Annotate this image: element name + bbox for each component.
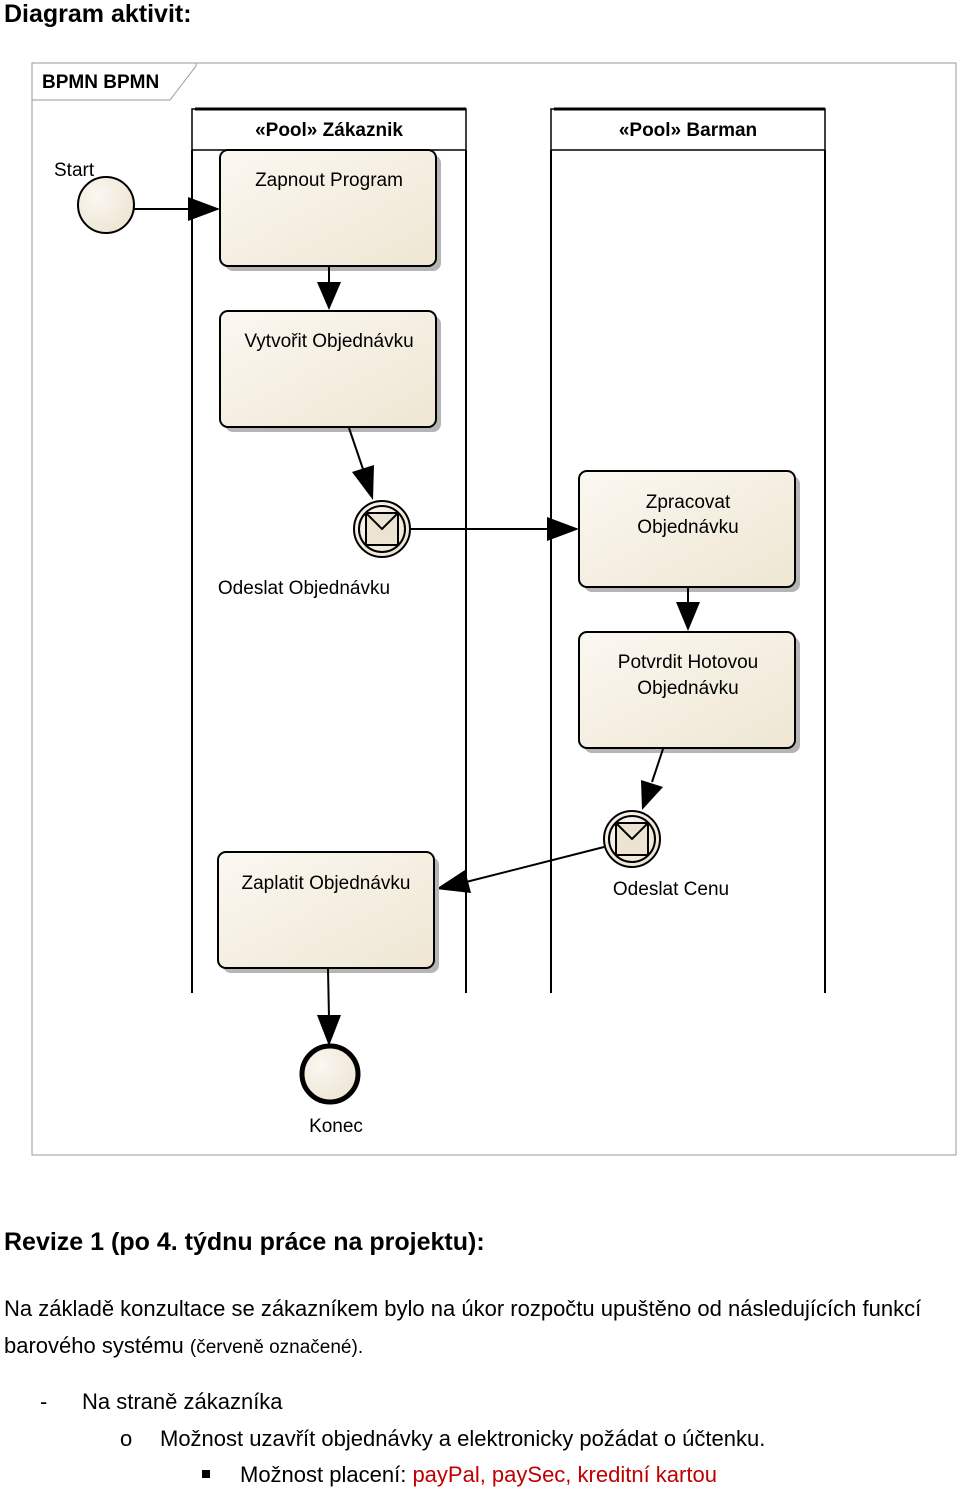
task-vytvorit-label: Vytvořit Objednávku [244,331,413,352]
revize-paragraph-text: Na základě konzultace se zákazníkem bylo… [4,1296,922,1358]
list-item-level1: Na straně zákazníka [82,1389,283,1414]
list-bullet-dash: - [40,1389,48,1414]
task-zaplatit-label: Zaplatit Objednávku [242,873,411,894]
bpmn-diagram: BPMN BPMN «Pool» Zákaznik «Pool» Barman … [31,62,957,1156]
task-zpracovat-label-2: Objednávku [637,517,738,538]
task-potvrdit-label-2: Objednávku [637,678,738,699]
task-zaplatit-objednavku[interactable] [217,851,435,969]
pool-barman-header [550,108,826,151]
list-bullet-square [202,1470,210,1478]
frame-label: BPMN BPMN [42,72,159,93]
task-zapnout-label: Zapnout Program [255,170,403,191]
revize-heading: Revize 1 (po 4. týdnu práce na projektu)… [4,1228,485,1256]
arrowhead [676,602,700,631]
revize-paragraph: Na základě konzultace se zákazníkem bylo… [4,1290,954,1366]
envelope-icon [615,822,649,856]
end-label: Konec [309,1116,363,1137]
event-odeslat-objednavku-label: Odeslat Objednávku [218,578,390,599]
arrowhead [436,870,471,893]
arrowhead [317,282,341,310]
task-zapnout-program[interactable] [219,149,437,267]
pool-barman-label: «Pool» Barman [619,120,757,141]
end-event[interactable] [299,1043,361,1105]
task-vytvorit-objednavku[interactable] [219,310,437,428]
list-item-level3-prefix: Možnost placení: [240,1462,413,1487]
list-bullet-circle: o [120,1426,133,1451]
arrowhead [641,780,663,810]
task-zpracovat-objednavku[interactable] [578,470,796,588]
arrowhead [352,465,374,500]
start-label: Start [54,160,95,181]
list-item-level3-red: payPal, paySec, kreditní kartou [412,1462,717,1487]
list-item-level2: Možnost uzavřít objednávky a elektronick… [160,1426,766,1451]
arrowhead [188,197,220,221]
diagram-frame [31,62,957,1156]
start-event[interactable] [77,176,135,234]
frame-label-tab [31,62,197,101]
envelope-icon [365,512,399,546]
task-potvrdit-objednavku[interactable] [578,631,796,749]
page-title: Diagram aktivit: [4,0,192,28]
task-potvrdit-label-1: Potvrdit Hotovou [618,652,758,673]
arrowhead [547,517,579,541]
revize-paragraph-note: (červeně označené). [189,1337,364,1358]
list-item-level3: Možnost placení: payPal, paySec, kreditn… [240,1462,717,1488]
arrowhead [317,1015,341,1046]
event-odeslat-cenu-label: Odeslat Cenu [613,879,729,900]
pool-zakaznik-header [191,108,467,151]
pool-zakaznik-label: «Pool» Zákaznik [255,120,403,141]
task-zpracovat-label-1: Zpracovat [646,492,731,513]
